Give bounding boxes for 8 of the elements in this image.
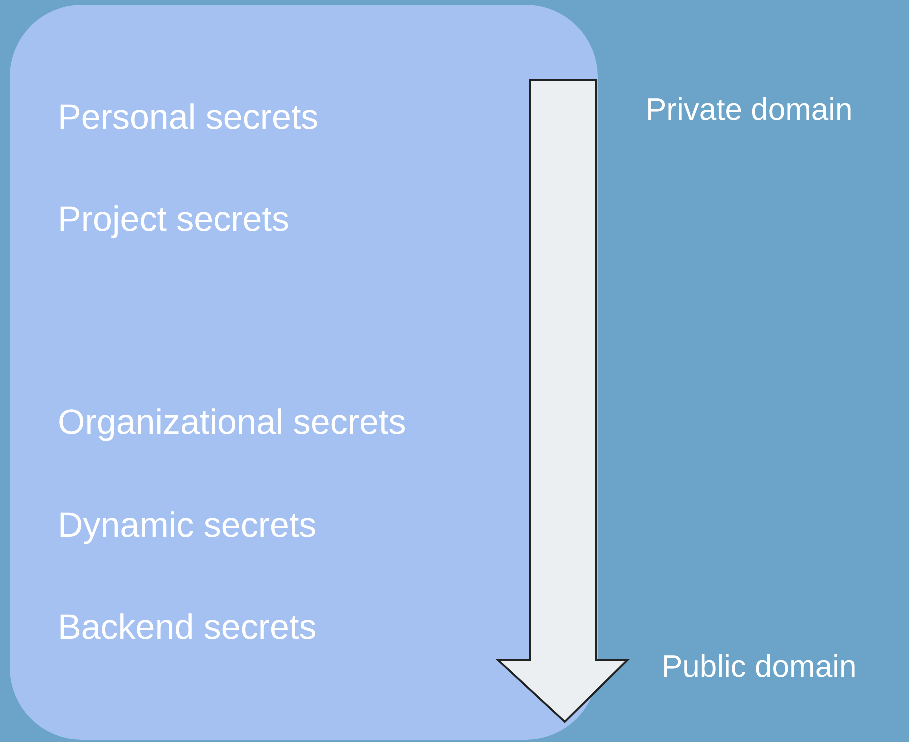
category-text: Dynamic secrets (58, 506, 317, 546)
category-text: Organizational secrets (58, 403, 406, 443)
domain-label: Private domain (646, 92, 853, 128)
rounded-panel (10, 5, 598, 740)
domain-label: Public domain (662, 649, 857, 685)
category-text: Project secrets (58, 200, 290, 240)
category-text: Personal secrets (58, 98, 319, 138)
category-text: Backend secrets (58, 608, 317, 648)
